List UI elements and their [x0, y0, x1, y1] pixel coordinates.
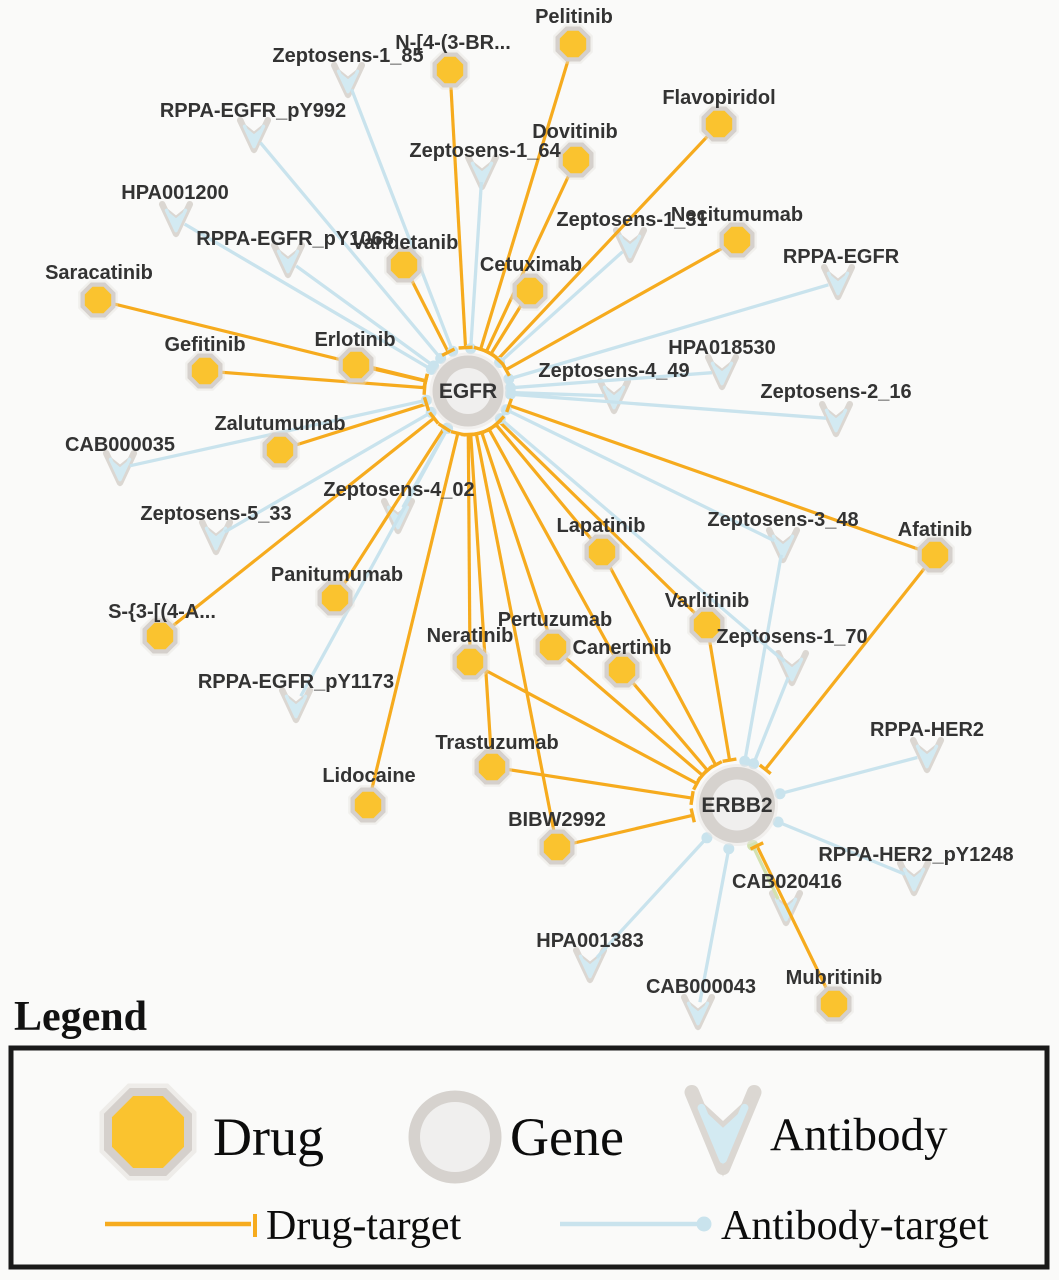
svg-text:N-[4-(3-BR...: N-[4-(3-BR...	[395, 32, 511, 54]
svg-text:Erlotinib: Erlotinib	[314, 329, 395, 351]
svg-text:RPPA-HER2: RPPA-HER2	[870, 719, 984, 741]
svg-text:CAB000035: CAB000035	[65, 434, 175, 456]
svg-text:Gefitinib: Gefitinib	[164, 334, 245, 356]
svg-text:RPPA-EGFR: RPPA-EGFR	[783, 246, 900, 268]
svg-text:Antibody-target: Antibody-target	[721, 1203, 989, 1249]
svg-text:HPA001383: HPA001383	[536, 930, 643, 952]
svg-text:RPPA-EGFR_pY1068: RPPA-EGFR_pY1068	[196, 228, 393, 250]
svg-text:Drug: Drug	[213, 1107, 324, 1167]
svg-text:Zeptosens-3_48: Zeptosens-3_48	[707, 509, 858, 531]
svg-text:RPPA-HER2_pY1248: RPPA-HER2_pY1248	[818, 844, 1013, 866]
svg-text:Flavopiridol: Flavopiridol	[662, 87, 775, 109]
svg-text:RPPA-EGFR_pY992: RPPA-EGFR_pY992	[160, 100, 346, 122]
svg-text:Dovitinib: Dovitinib	[532, 121, 618, 143]
svg-text:HPA018530: HPA018530	[668, 337, 775, 359]
svg-text:Saracatinib: Saracatinib	[45, 262, 153, 284]
svg-text:Zeptosens-1_85: Zeptosens-1_85	[272, 45, 423, 67]
svg-text:Lapatinib: Lapatinib	[557, 515, 646, 537]
svg-text:Afatinib: Afatinib	[898, 519, 972, 541]
svg-text:Trastuzumab: Trastuzumab	[435, 732, 558, 754]
svg-text:Drug-target: Drug-target	[266, 1203, 461, 1249]
svg-text:CAB000043: CAB000043	[646, 976, 756, 998]
svg-text:Canertinib: Canertinib	[573, 637, 672, 659]
svg-text:Zeptosens-4_49: Zeptosens-4_49	[538, 360, 689, 382]
svg-text:RPPA-EGFR_pY1173: RPPA-EGFR_pY1173	[198, 671, 394, 693]
svg-text:Mubritinib: Mubritinib	[786, 967, 883, 989]
svg-text:Cetuximab: Cetuximab	[480, 254, 582, 276]
svg-text:Zeptosens-5_33: Zeptosens-5_33	[140, 503, 291, 525]
svg-text:HPA001200: HPA001200	[121, 182, 228, 204]
svg-text:Zeptosens-1_70: Zeptosens-1_70	[716, 626, 867, 648]
svg-text:S-{3-[(4-A...: S-{3-[(4-A...	[108, 601, 216, 623]
svg-text:Zeptosens-1_31: Zeptosens-1_31	[556, 209, 707, 231]
svg-text:Neratinib: Neratinib	[427, 625, 514, 647]
svg-text:Pertuzumab: Pertuzumab	[498, 609, 612, 631]
svg-text:CAB020416: CAB020416	[732, 871, 842, 893]
svg-text:Zeptosens-4_02: Zeptosens-4_02	[323, 479, 474, 501]
svg-text:Zeptosens-2_16: Zeptosens-2_16	[760, 381, 911, 403]
svg-text:ERBB2: ERBB2	[701, 794, 772, 817]
svg-text:Varlitinib: Varlitinib	[665, 590, 749, 612]
svg-text:EGFR: EGFR	[439, 380, 497, 403]
svg-text:Necitumumab: Necitumumab	[671, 204, 803, 226]
svg-text:Panitumumab: Panitumumab	[271, 564, 403, 586]
svg-text:Vandetanib: Vandetanib	[352, 232, 459, 254]
svg-text:Antibody: Antibody	[770, 1109, 948, 1161]
svg-text:BIBW2992: BIBW2992	[508, 809, 606, 831]
svg-text:Pelitinib: Pelitinib	[535, 6, 613, 28]
svg-text:Zeptosens-1_64: Zeptosens-1_64	[409, 140, 561, 162]
svg-text:Legend: Legend	[14, 994, 147, 1040]
svg-text:Gene: Gene	[510, 1107, 624, 1167]
svg-text:Zalutumumab: Zalutumumab	[214, 413, 345, 435]
svg-text:Lidocaine: Lidocaine	[322, 765, 415, 787]
